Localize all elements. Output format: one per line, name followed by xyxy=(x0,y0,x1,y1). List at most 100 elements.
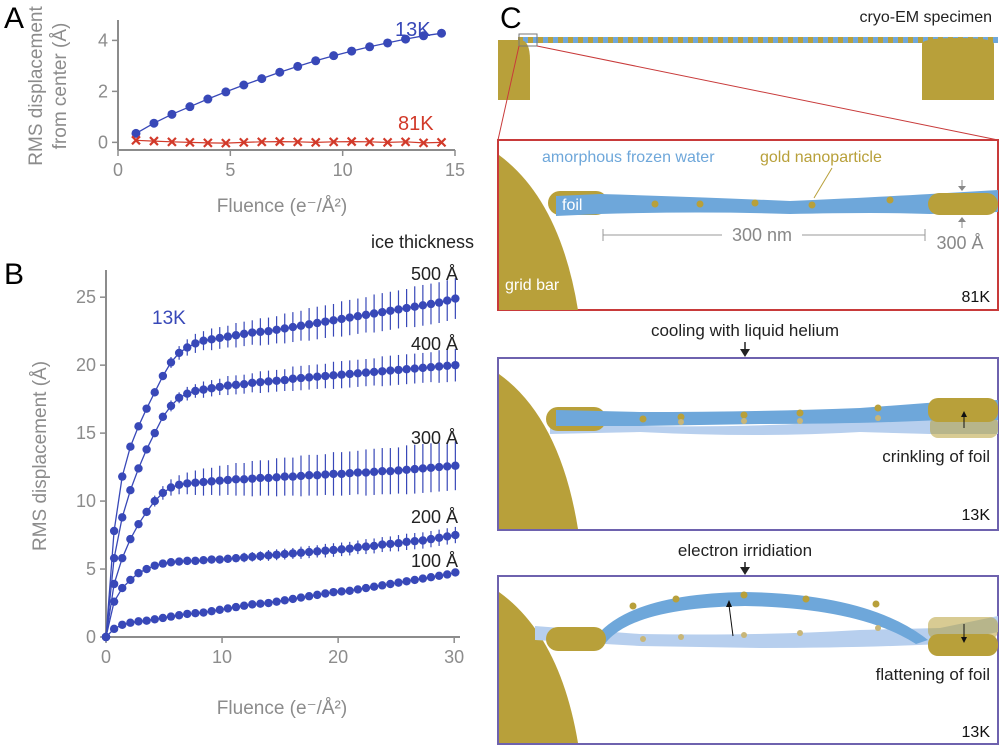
chart-a-series xyxy=(131,28,447,148)
data-point xyxy=(248,378,257,388)
data-point xyxy=(174,611,184,620)
chart-b-series-label-500: 500 Å xyxy=(411,264,458,284)
data-point xyxy=(109,526,119,536)
nanoparticle xyxy=(740,411,748,419)
data-point xyxy=(347,46,357,56)
data-point xyxy=(207,477,216,486)
nanoparticle xyxy=(872,600,880,608)
data-point xyxy=(443,462,452,471)
data-point xyxy=(280,324,289,333)
data-point xyxy=(203,94,213,104)
data-point xyxy=(394,305,403,314)
x-tick-label: 0 xyxy=(101,647,111,667)
nanoparticle xyxy=(651,200,659,208)
chart-a-series-label-13k: 13K xyxy=(395,19,431,41)
width-label-bg xyxy=(722,224,802,246)
data-point xyxy=(150,496,159,506)
data-point xyxy=(419,31,429,41)
data-point xyxy=(183,479,192,488)
box-81k-temperature: 81K xyxy=(962,289,991,306)
data-point xyxy=(199,385,208,394)
flatten-arrowhead-down xyxy=(961,637,967,643)
data-point xyxy=(223,332,233,341)
data-point xyxy=(426,299,436,309)
chart-b-series-label-400: 400 Å xyxy=(411,334,458,354)
data-point xyxy=(223,381,233,390)
data-point xyxy=(215,555,224,564)
grid-bar-label: grid bar xyxy=(505,277,560,294)
data-point xyxy=(345,586,354,595)
thickness-label: 300 Å xyxy=(936,233,983,253)
data-point xyxy=(426,534,436,544)
data-point xyxy=(434,533,444,542)
nanoparticle-shadow xyxy=(640,636,646,642)
data-point xyxy=(296,471,306,481)
series-line xyxy=(105,534,456,638)
data-point xyxy=(191,609,200,618)
data-point xyxy=(118,583,127,593)
data-point xyxy=(410,575,419,585)
data-point xyxy=(313,590,322,600)
data-point xyxy=(288,472,298,481)
data-point xyxy=(311,56,321,66)
data-point xyxy=(126,534,135,544)
data-point xyxy=(361,310,371,320)
data-point xyxy=(185,102,195,112)
data-point xyxy=(264,598,273,608)
box-crinkling-grid-bar xyxy=(499,374,578,529)
data-point xyxy=(150,388,159,397)
data-point xyxy=(402,577,411,586)
data-point xyxy=(280,596,289,605)
data-point xyxy=(134,464,143,473)
data-point xyxy=(248,552,257,562)
data-point xyxy=(166,401,176,411)
data-point xyxy=(126,442,135,451)
nanoparticle xyxy=(808,201,816,209)
data-point xyxy=(191,478,200,487)
data-point xyxy=(199,477,208,487)
data-point xyxy=(118,472,127,481)
data-point xyxy=(109,597,119,606)
data-point xyxy=(418,138,429,148)
data-point xyxy=(451,360,460,370)
data-point xyxy=(239,601,249,610)
data-point xyxy=(337,587,346,596)
data-point xyxy=(418,464,428,473)
foil-label: foil xyxy=(562,197,582,214)
chart-b-series xyxy=(101,278,460,642)
chart-b-y-axis-label: RMS displacement (Å) xyxy=(30,361,51,551)
data-point xyxy=(386,539,395,549)
data-point xyxy=(264,551,273,560)
data-point xyxy=(272,325,281,335)
y-tick-label: 10 xyxy=(76,491,96,511)
data-point xyxy=(142,507,151,517)
y-tick-label: 25 xyxy=(76,287,96,307)
data-point xyxy=(239,553,249,562)
data-point xyxy=(310,137,321,148)
data-point xyxy=(280,375,289,385)
zoom-region-marker xyxy=(518,33,538,47)
data-point xyxy=(231,553,241,563)
chart-b-temperature-label: 13K xyxy=(152,308,186,329)
nanoparticle-shadow xyxy=(875,415,881,421)
data-point xyxy=(369,541,379,551)
data-point xyxy=(126,486,135,495)
nanoparticle-shadow xyxy=(797,630,803,636)
data-point xyxy=(402,365,411,374)
chart-b-series-label-300: 300 Å xyxy=(411,428,458,448)
data-point xyxy=(434,462,444,472)
data-point xyxy=(191,386,200,396)
box-flattening-foil-left xyxy=(546,627,606,651)
zoom-line-right xyxy=(536,45,999,141)
y-tick-label: 20 xyxy=(76,355,96,375)
data-point xyxy=(353,369,363,378)
data-point xyxy=(158,613,168,623)
x-tick-label: 30 xyxy=(444,647,464,667)
data-point xyxy=(451,568,460,577)
data-point xyxy=(304,320,314,329)
chart-b-x-axis-label: Fluence (e⁻/Å²) xyxy=(217,698,347,719)
data-point xyxy=(394,466,403,475)
data-point xyxy=(183,556,192,566)
data-point xyxy=(418,363,428,373)
